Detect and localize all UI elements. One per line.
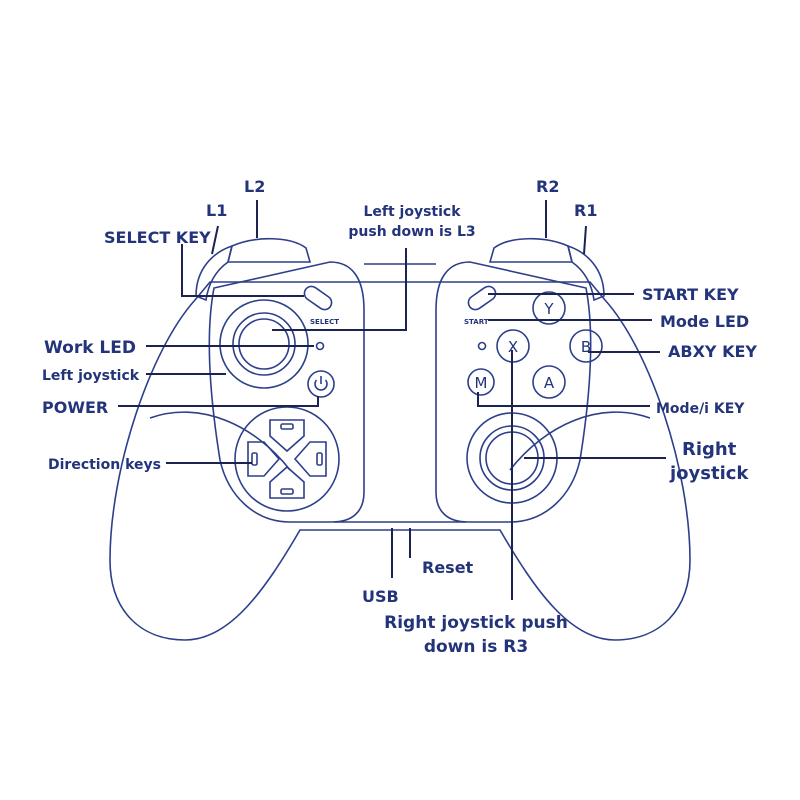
- label-mode-led: Mode LED: [660, 312, 749, 331]
- l3-leader: [272, 248, 407, 331]
- button-m[interactable]: M: [467, 368, 495, 396]
- l1-bumper[interactable]: [195, 244, 234, 302]
- label-start-key: START KEY: [642, 285, 739, 304]
- l2-trigger[interactable]: [226, 237, 312, 263]
- select-printed: SELECT: [310, 318, 339, 326]
- select-key[interactable]: [302, 284, 335, 313]
- svg-text:A: A: [544, 374, 555, 392]
- right-grip-line: [509, 411, 651, 471]
- l1-leader: [211, 225, 219, 255]
- outer-shell: [109, 281, 691, 641]
- left-joystick-base[interactable]: [219, 299, 309, 389]
- button-b[interactable]: B: [569, 329, 603, 363]
- svg-text:X: X: [508, 338, 518, 356]
- label-usb: USB: [362, 587, 399, 606]
- svg-text:Y: Y: [543, 300, 554, 318]
- label-direction-keys: Direction keys: [48, 457, 161, 473]
- select-leader: [181, 244, 304, 297]
- controller-body: [109, 261, 691, 641]
- r2-trigger[interactable]: [488, 237, 574, 263]
- label-r1: R1: [574, 201, 597, 220]
- right-controls: START Y X B A M: [464, 284, 603, 504]
- label-left-joystick-push-1: Left joystick: [363, 204, 461, 220]
- left-joystick-ring: [232, 312, 296, 376]
- dpad-down[interactable]: [269, 465, 305, 499]
- dpad-up[interactable]: [269, 419, 305, 453]
- power-icon: [314, 376, 328, 391]
- dpad-up-mark: [280, 423, 294, 430]
- label-power: POWER: [42, 398, 108, 417]
- label-abxy-key: ABXY KEY: [668, 342, 757, 361]
- r1-leader: [583, 225, 587, 255]
- start-printed: START: [464, 318, 489, 326]
- start-key[interactable]: [466, 284, 499, 313]
- label-right-joystick-push-2: down is R3: [424, 637, 528, 657]
- label-l1: L1: [206, 201, 227, 220]
- button-y[interactable]: Y: [532, 291, 566, 325]
- left-controls: SELECT: [219, 284, 340, 512]
- dpad-left[interactable]: [247, 441, 281, 477]
- label-left-joystick-push-2: push down is L3: [348, 224, 475, 240]
- label-right-joystick-1: Right: [682, 439, 737, 460]
- left-shoulder: [195, 237, 312, 302]
- r1-bumper[interactable]: [566, 244, 605, 302]
- direction-keys: [234, 406, 340, 512]
- left-joystick-cap: [238, 318, 290, 370]
- label-left-joystick: Left joystick: [42, 368, 140, 384]
- right-shoulder: [488, 237, 605, 302]
- label-right-joystick-2: joystick: [669, 463, 749, 484]
- dpad-right[interactable]: [293, 441, 327, 477]
- right-panel: [435, 261, 592, 523]
- label-work-led: Work LED: [44, 338, 136, 358]
- button-a[interactable]: A: [532, 365, 566, 399]
- dpad-right-mark: [316, 452, 323, 466]
- svg-text:M: M: [475, 374, 488, 392]
- left-grip-line: [149, 411, 291, 471]
- labels: L2 L1 SELECT KEY Left joystick push down…: [42, 177, 757, 657]
- leader-lines: [118, 200, 666, 600]
- label-reset: Reset: [422, 558, 474, 577]
- dpad-left-mark: [251, 452, 258, 466]
- label-r2: R2: [536, 177, 559, 196]
- left-panel: [208, 261, 365, 523]
- label-l2: L2: [244, 177, 265, 196]
- work-led: [315, 341, 325, 351]
- label-select-key: SELECT KEY: [104, 228, 211, 247]
- bottom-ports: [391, 528, 411, 578]
- dpad-down-mark: [280, 488, 294, 495]
- mode-i-leader: [477, 392, 650, 407]
- svg-text:B: B: [581, 338, 591, 356]
- label-mode-i-key: Mode/i KEY: [656, 401, 745, 417]
- label-right-joystick-push-1: Right joystick push: [384, 613, 568, 633]
- mode-led: [477, 341, 487, 351]
- dpad-ring: [234, 406, 340, 512]
- power-leader: [118, 396, 319, 407]
- power-button[interactable]: [307, 370, 335, 398]
